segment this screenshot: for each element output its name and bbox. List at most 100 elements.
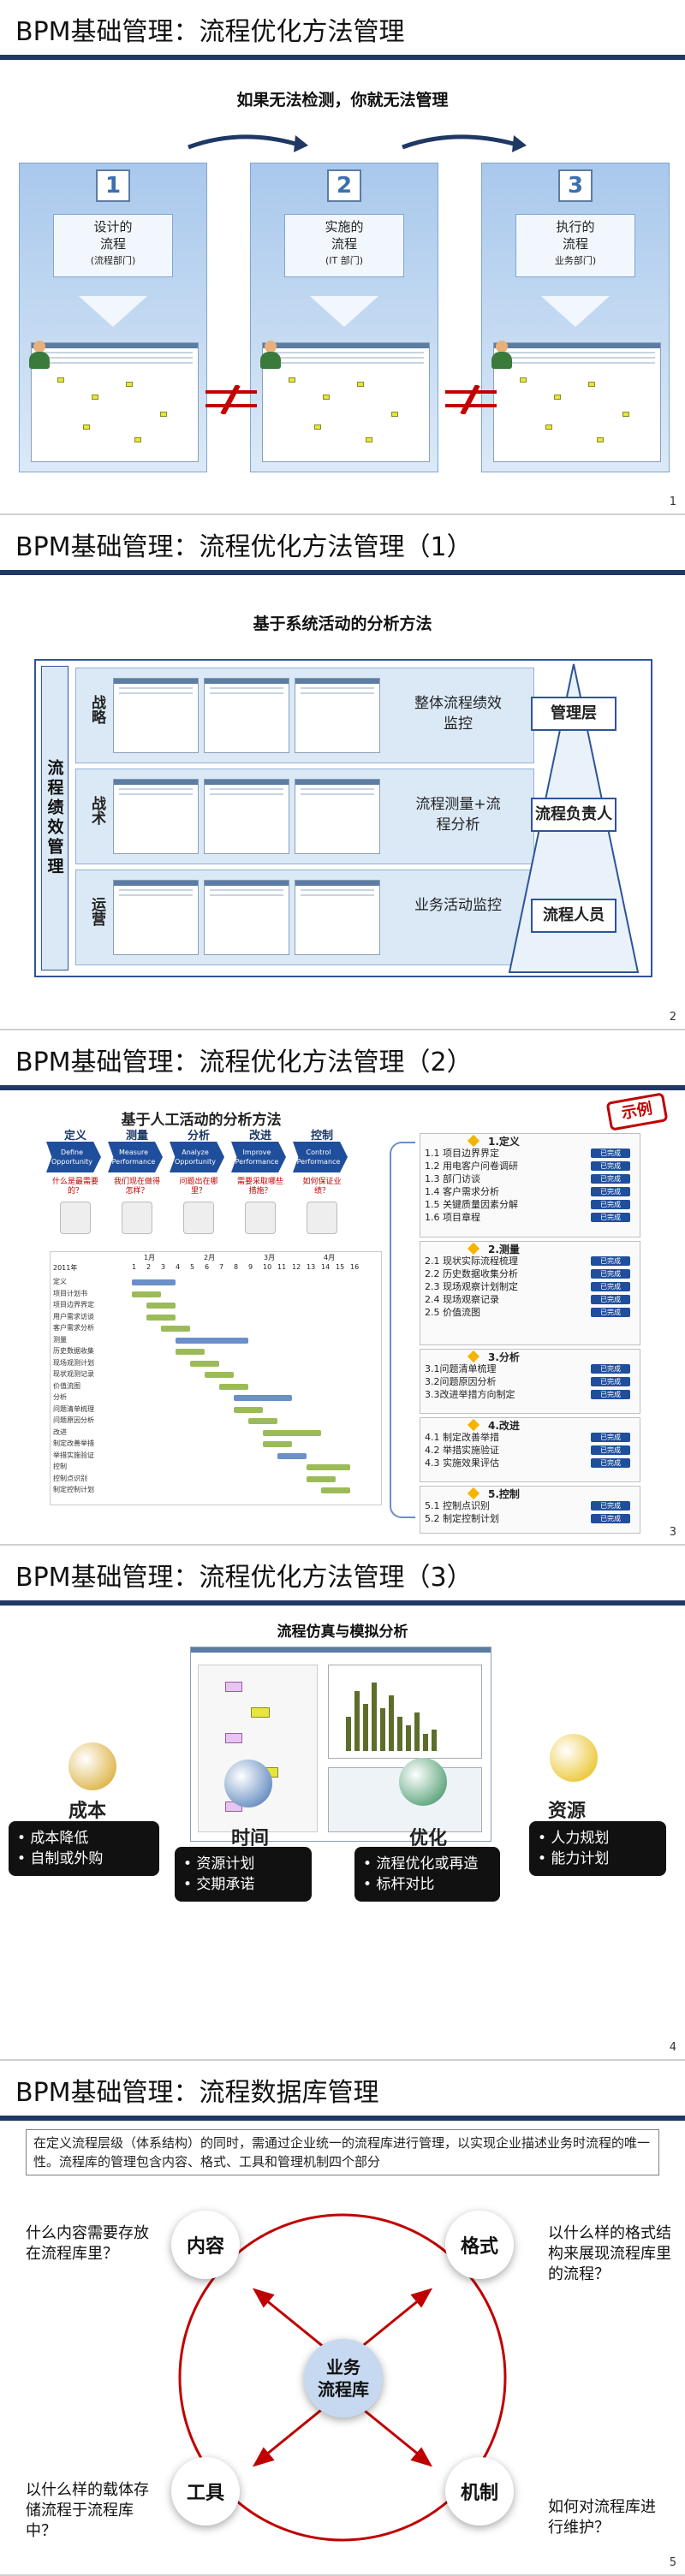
gantt-row-label: 定义 [53,1277,67,1287]
checklist-item: 1.1 项目边界界定 [425,1148,499,1159]
gantt-bar [146,1315,176,1321]
flow-shape [391,412,398,417]
gantt-bar [161,1326,190,1332]
gantt-day: 11 [277,1263,286,1271]
role-box: 管理层 [531,697,616,731]
phase-name: 改进 [235,1126,286,1143]
barrier-icon [445,385,497,414]
title-bar [0,570,685,575]
bullet-item: • 能力计划 [538,1849,658,1869]
phase-name: 测量 [111,1126,163,1143]
flow-shape [314,424,321,430]
bullet-item: • 标杆对比 [363,1874,491,1895]
tier-screenshot [113,880,199,955]
gantt-bar [176,1338,248,1344]
gantt-bar [321,1487,350,1493]
checklist-item: 2.3 现场观察计划制定 [425,1281,518,1292]
phase-name: 分析 [173,1126,224,1143]
flow-shape [357,382,364,387]
example-stamp: 示例 [606,1092,669,1131]
dimension-label: 成本 [68,1795,106,1823]
title-bar [0,1085,685,1090]
stage-label-line: 执行的 [516,218,634,235]
gantt-row-label: 问题清单梳理 [53,1404,94,1415]
gantt-day: 14 [321,1263,330,1271]
gantt-bar [307,1464,350,1470]
phase-chevron: Improve Performance [231,1142,286,1172]
gantt-bar [277,1453,307,1459]
slide-subtitle: 流程仿真与模拟分析 [0,1619,685,1641]
gantt-bar [219,1384,248,1390]
page-number: 3 [670,1526,676,1539]
flow-shape [92,395,98,400]
gantt-month: 3月 [264,1253,275,1262]
barrier-icon [206,385,257,414]
checklist-head: 2.测量 [488,1242,520,1256]
flow-shape [554,395,561,400]
flow-shape [83,424,90,430]
slide-title: BPM基础管理：流程优化方法管理（2） [15,1041,473,1078]
bracket [390,1142,415,1518]
bullet-item: • 成本降低 [17,1828,151,1849]
tier-screenshot [204,678,289,753]
gantt-row-label: 控制点识别 [53,1474,87,1484]
repo-node: 格式 [445,2211,514,2279]
phase-chevron: Measure Performance [108,1142,163,1172]
gantt-row-label: 制定控制计划 [53,1485,94,1495]
stage-label-line: 流程 [516,235,634,252]
checklist-item: 1.2 用电客户问卷调研 [425,1160,518,1172]
checklist-item: 3.1问题清单梳理 [425,1363,497,1374]
stage-label-box: 执行的流程业务部门) [515,214,635,277]
done-badge: 已完成 [591,1256,630,1266]
tier-screenshot [113,678,199,753]
gantt-day: 2011年 [53,1263,77,1273]
gantt-day: 1 [132,1263,136,1271]
repo-node: 机制 [445,2457,514,2526]
checklist-head: 3.分析 [488,1350,520,1364]
gantt-row-label: 分析 [53,1392,67,1403]
tier-screenshot [113,779,199,854]
tier-screenshot [204,880,289,955]
phase-illustration-icon [245,1202,276,1234]
gantt-row-label: 改进 [53,1427,67,1438]
intro-text: 在定义流程层级（体系结构）的同时，需通过企业统一的流程库进行管理，以实现企业描述… [26,2129,659,2175]
done-badge: 已完成 [591,1458,630,1468]
stage-label-line: (流程部门) [54,252,172,270]
done-badge: 已完成 [591,1149,630,1158]
flow-shape [545,424,552,430]
done-badge: 已完成 [591,1213,630,1222]
gantt-row-label: 控制 [53,1462,67,1472]
repo-node: 内容 [171,2211,240,2279]
bullet-item: • 流程优化或再造 [363,1854,491,1874]
gantt-row-label: 客户需求分析 [53,1323,94,1333]
down-arrow [79,296,147,327]
done-badge: 已完成 [591,1282,630,1291]
flow-arrows [0,111,685,163]
checklist-item: 2.4 现场观察记录 [425,1294,499,1305]
checklist-item: 4.2 举措实施验证 [425,1445,499,1456]
slide-title: BPM基础管理：流程优化方法管理 [15,10,405,48]
gantt-day: 8 [234,1263,238,1271]
dimension-bullets: • 人力规划• 能力计划 [529,1821,666,1876]
bullet-item: • 交期承诺 [183,1874,303,1895]
gantt-day: 10 [263,1263,271,1271]
slide-title: BPM基础管理：流程优化方法管理（3） [15,1556,473,1594]
gantt-day: 13 [307,1263,315,1271]
title-bar [0,55,685,60]
title-bar [0,1600,685,1606]
gantt-bar [146,1303,176,1309]
gantt-bar [176,1349,205,1355]
simulation-screenshot [190,1647,491,1842]
page-number: 2 [670,1011,676,1024]
done-badge: 已完成 [591,1269,630,1279]
down-arrow [541,296,610,327]
gantt-day: 12 [292,1263,301,1271]
done-badge: 已完成 [591,1433,630,1442]
dimension-bullets: • 成本降低• 自制或外购 [9,1821,159,1876]
checklist-item: 2.5 价值流图 [425,1307,480,1318]
center-label-1: 业务 [326,2356,360,2378]
checklist-item: 1.4 客户需求分析 [425,1186,499,1197]
flow-shape [366,437,372,442]
gantt-day: 2 [146,1263,151,1271]
